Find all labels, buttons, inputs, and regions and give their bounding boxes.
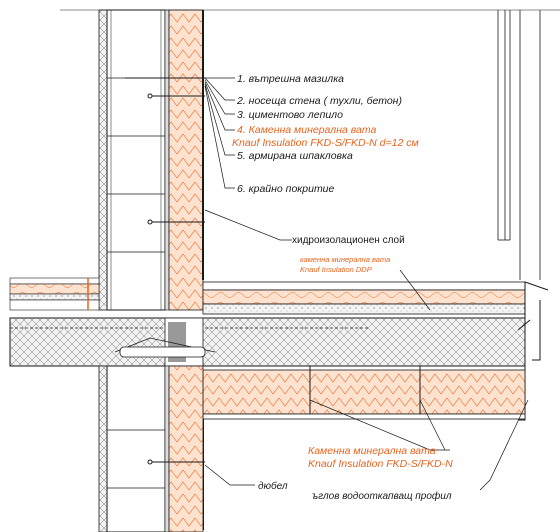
drip-profile-label: ъглов водооткапващ профил <box>312 490 452 502</box>
balcony-topping <box>202 281 526 315</box>
ddp-label-line2: Knauf Insulation DDP <box>300 265 372 274</box>
layer-4-product-label: Knauf Insulation FKD-S/FKD-N d=12 см <box>232 137 419 149</box>
dowel-label: дюбел <box>258 480 288 492</box>
layer-list: 1. вътрешна мазилка 2. носеща стена ( ту… <box>232 73 419 195</box>
lower-wall <box>98 365 205 532</box>
layer-1-label: 1. вътрешна мазилка <box>237 73 344 85</box>
fkd-label-line1: Каменна минерална вата <box>308 445 436 457</box>
fkd-label-line2: Knauf Insulation FKD-S/FKD-N <box>308 458 453 470</box>
waterproofing-label: хидроизолационен слой <box>292 235 405 246</box>
window-frame <box>497 10 541 280</box>
layer-4-label: 4. Каменна минерална вата <box>237 124 376 136</box>
left-floor <box>9 277 100 311</box>
ddp-label-line1: каменна минерална вата <box>300 255 390 264</box>
layer-3-label: 3. циментово лепило <box>237 109 343 121</box>
layer-5-label: 5. армирана шпакловка <box>237 150 353 162</box>
upper-wall <box>98 9 204 311</box>
concrete-slab <box>9 317 526 367</box>
layer-2-label: 2. носеща стена ( тухли, бетон) <box>236 95 402 107</box>
leader-lines <box>188 77 529 491</box>
soffit-insulation <box>202 366 526 530</box>
drip-profile <box>517 281 549 421</box>
layer-6-label: 6. крайно покритие <box>237 183 335 195</box>
